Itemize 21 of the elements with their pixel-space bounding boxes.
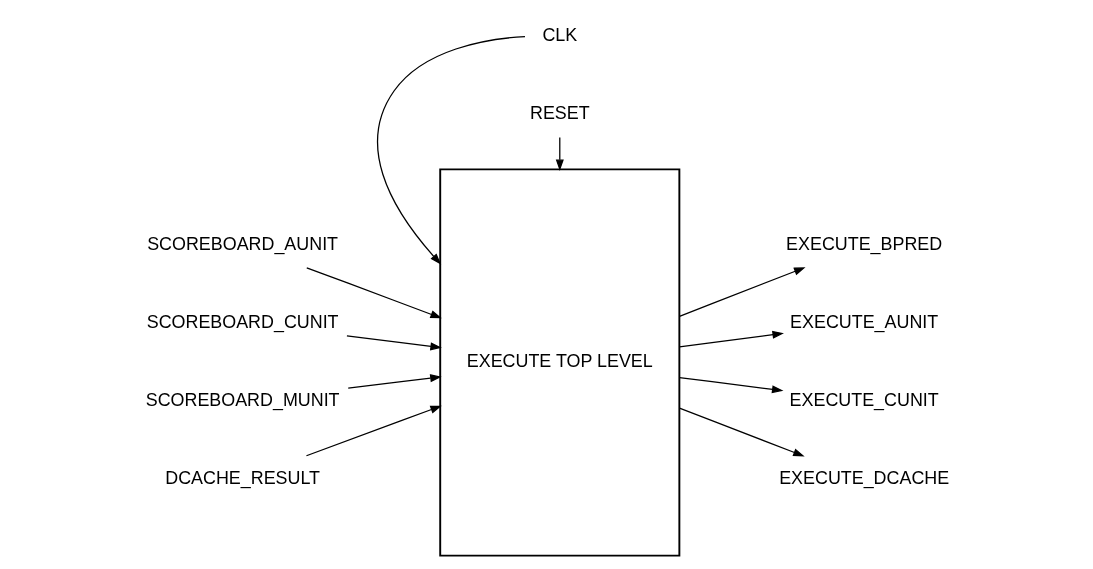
node-text: SCOREBOARD_MUNIT [145, 389, 340, 410]
arrow [305, 267, 442, 319]
node-text: EXECUTE_CUNIT [789, 389, 939, 410]
node-text: RESET [529, 103, 590, 124]
node-text: EXECUTE_BPRED [785, 233, 942, 254]
node-text: EXECUTE_DCACHE [778, 467, 949, 488]
arrow [345, 335, 442, 351]
arrow [678, 407, 805, 457]
node-text: DCACHE_RESULT [164, 467, 320, 488]
arrow [678, 376, 783, 394]
arrow [376, 35, 526, 265]
node-text: EXECUTE_AUNIT [789, 311, 938, 332]
arrow [347, 374, 442, 389]
arrow [678, 267, 806, 317]
arrow [678, 330, 784, 348]
arrow [305, 405, 442, 457]
node-text: CLK [541, 25, 577, 46]
node-text: SCOREBOARD_CUNIT [146, 311, 339, 332]
arrow [555, 136, 564, 172]
node-text: SCOREBOARD_AUNIT [146, 233, 338, 254]
node-box: EXECUTE TOP LEVEL [438, 168, 680, 557]
